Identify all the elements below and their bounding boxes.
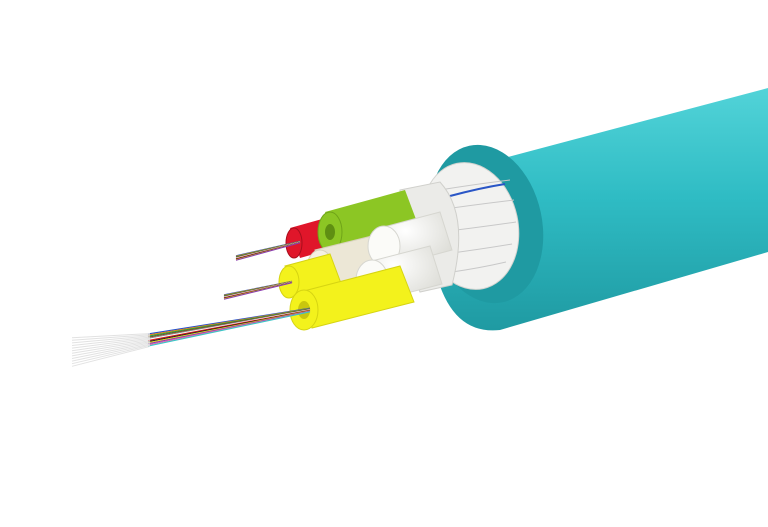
optical-fiber-tip (71, 338, 151, 352)
optical-fiber-tip (71, 336, 151, 346)
optical-fiber (235, 242, 301, 261)
optical-fiber-tip (71, 345, 151, 367)
optical-fiber-tip (71, 344, 151, 365)
fiber-bundle-yellow-tube (223, 280, 293, 300)
fiber-bundle-red-tube (235, 240, 301, 261)
optical-fiber-tip (71, 343, 151, 362)
optical-fiber-tip (71, 334, 151, 341)
optical-fiber-tip (71, 340, 151, 354)
fiber-bundle-fanout (71, 307, 311, 367)
optical-fiber-tip (71, 337, 151, 349)
optical-fiber-tip (71, 341, 151, 357)
optical-fiber (147, 311, 311, 347)
optical-fiber-tip (71, 335, 151, 344)
optical-fiber (223, 282, 293, 300)
optical-fiber-tip (71, 333, 151, 339)
optical-fiber-tip (71, 342, 151, 359)
